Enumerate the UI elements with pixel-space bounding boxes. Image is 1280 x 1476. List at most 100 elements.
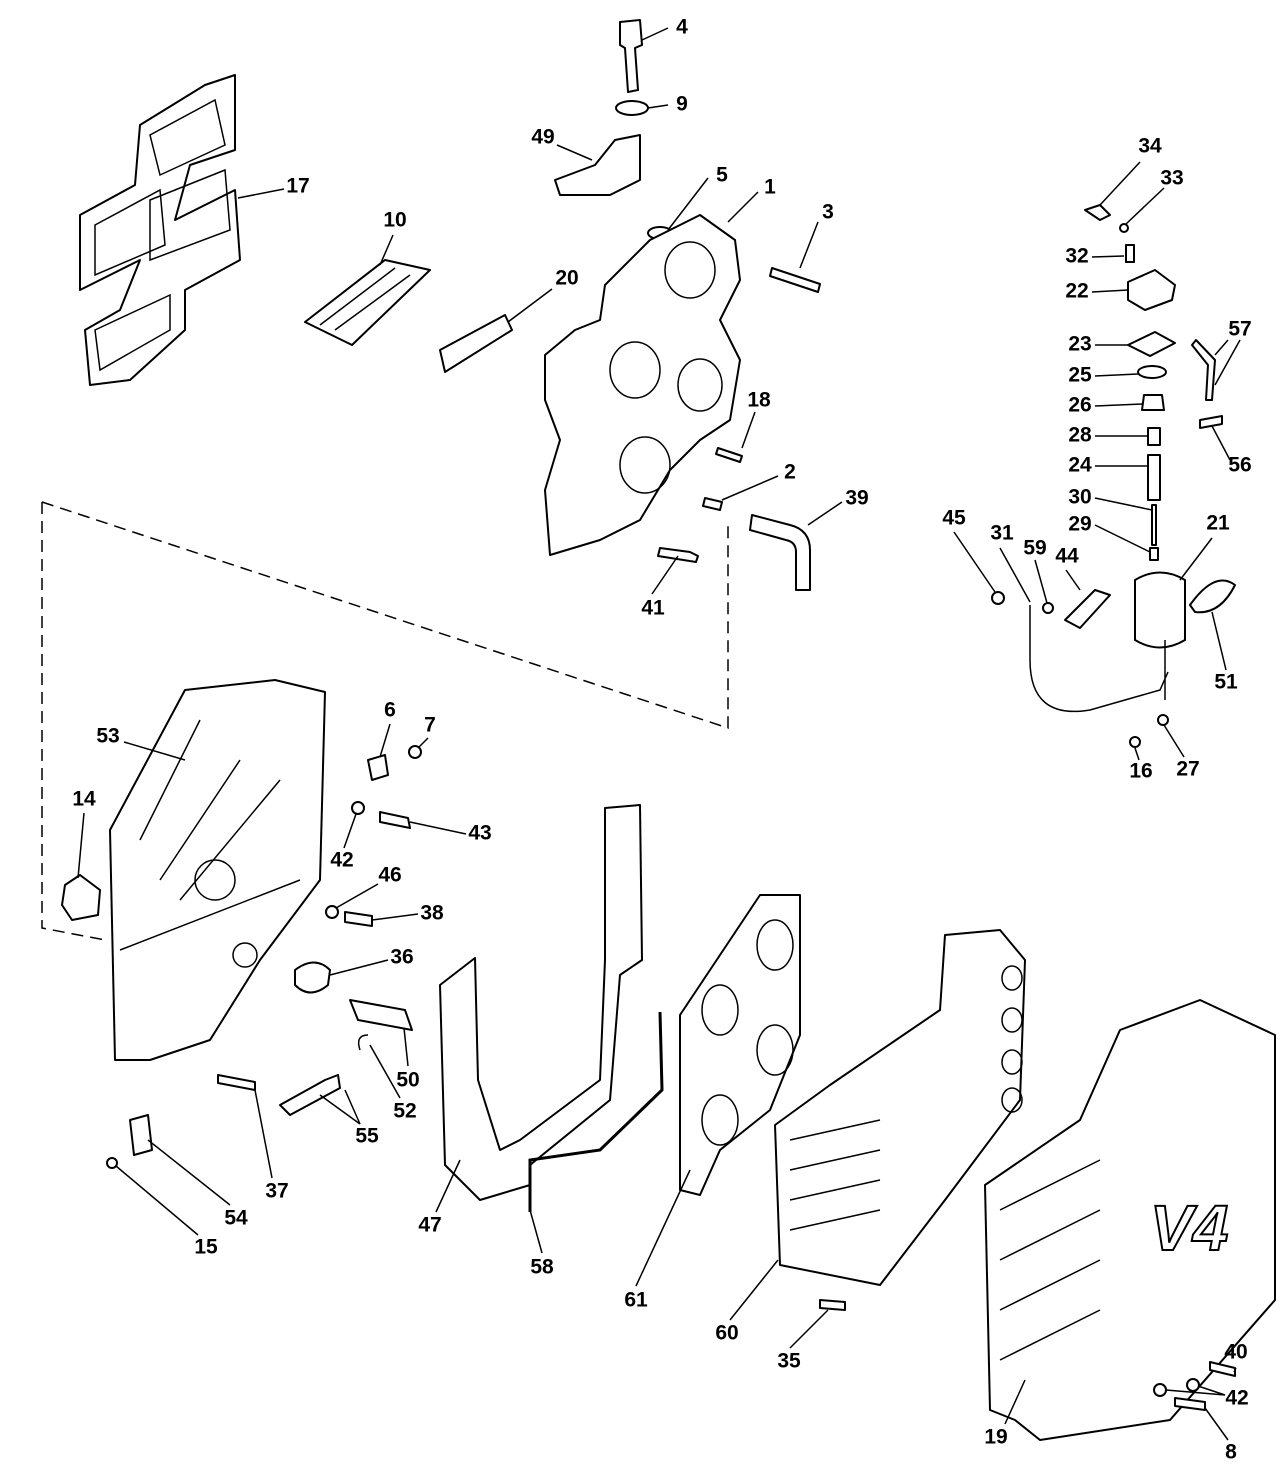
part-60-intake-manifold	[774, 929, 1026, 1286]
part-59-washer	[1042, 602, 1054, 614]
part-36-grommet	[294, 961, 331, 994]
part-55-pins	[279, 1074, 341, 1116]
callout-23: 23	[1068, 333, 1091, 356]
callout-33: 33	[1160, 167, 1183, 190]
callout-32: 32	[1065, 245, 1088, 268]
callout-8: 8	[1225, 1441, 1237, 1464]
part-18-screw	[715, 447, 743, 463]
leader-lines	[77, 27, 1241, 1441]
alignment-dashed-line	[41, 501, 729, 730]
part-43-bolt	[379, 811, 411, 829]
part-35-screw	[819, 1299, 846, 1311]
part-21-solenoid	[1134, 571, 1186, 649]
part-30-pin	[1151, 504, 1157, 546]
callout-27: 27	[1176, 758, 1199, 781]
callout-54: 54	[224, 1207, 248, 1230]
part-20-plate	[439, 314, 513, 373]
callout-36: 36	[390, 946, 413, 969]
part-7-screw	[408, 745, 422, 759]
part-26-cap	[1141, 394, 1165, 411]
callout-5: 5	[716, 164, 728, 187]
part-61-gasket	[679, 894, 801, 1196]
part-16-screw	[1129, 736, 1141, 748]
part-10-reed-block	[304, 259, 431, 346]
part-1-housing	[544, 214, 741, 556]
callout-29: 29	[1068, 513, 1091, 536]
callout-10: 10	[383, 209, 406, 232]
part-34-fitting	[1084, 204, 1111, 221]
part-52-ring	[357, 1034, 369, 1051]
callout-59: 59	[1023, 537, 1046, 560]
part-42-washer	[351, 801, 365, 815]
part-41-bolt	[657, 547, 699, 563]
part-44-bracket	[1064, 589, 1111, 629]
callout-20: 20	[555, 267, 578, 290]
part-39-hose	[749, 514, 811, 591]
part-15-screw	[106, 1157, 118, 1169]
callout-45: 45	[942, 507, 966, 530]
callout-52: 52	[393, 1100, 416, 1123]
callout-34: 34	[1138, 135, 1162, 158]
part-31-wire	[1029, 605, 1169, 713]
part-24-tube	[1147, 454, 1161, 501]
callout-15: 15	[194, 1236, 218, 1259]
part-29-spring	[1149, 547, 1159, 561]
part-6-clip	[367, 754, 389, 781]
callout-22: 22	[1065, 280, 1088, 303]
callout-53: 53	[96, 725, 119, 748]
callout-2: 2	[784, 461, 796, 484]
part-25-diaphragm	[1137, 365, 1167, 379]
part-9-washer	[615, 100, 649, 116]
callout-51: 51	[1214, 671, 1238, 694]
part-4-bolt	[619, 19, 643, 93]
callout-60: 60	[715, 1322, 738, 1345]
part-47-gasket	[439, 804, 643, 1201]
callout-61: 61	[624, 1289, 648, 1312]
part-19-silencer-cover: V4	[984, 999, 1276, 1441]
callout-9: 9	[676, 93, 688, 116]
callout-30: 30	[1068, 486, 1091, 509]
part-57-hose	[1191, 339, 1216, 401]
part-40-bolt	[1209, 1361, 1236, 1377]
part-42-washer	[1186, 1378, 1200, 1392]
callout-17: 17	[286, 175, 309, 198]
callout-41: 41	[641, 597, 665, 620]
callout-37: 37	[265, 1180, 288, 1203]
callout-31: 31	[990, 522, 1014, 545]
callout-40: 40	[1224, 1341, 1247, 1364]
part-14-clamp	[61, 874, 101, 921]
callout-44: 44	[1055, 545, 1079, 568]
callout-28: 28	[1068, 424, 1092, 447]
part-23-plate	[1127, 331, 1176, 357]
part-53-adapter-plate	[109, 679, 326, 1061]
callout-55: 55	[355, 1125, 379, 1148]
callout-49: 49	[531, 126, 554, 149]
part-46-washer	[325, 905, 339, 919]
callout-labels: 4 9 49 5 1 3 17 10 20 34 33 32 22 23 57 …	[72, 16, 1251, 1464]
cover-v4-lettering: V4	[1150, 1192, 1228, 1264]
callout-42: 42	[330, 849, 353, 872]
callout-14: 14	[72, 788, 96, 811]
callout-18: 18	[747, 389, 771, 412]
callout-26: 26	[1068, 394, 1091, 417]
callout-4: 4	[676, 16, 688, 39]
part-38-bolt	[344, 911, 373, 927]
part-45-screw	[991, 591, 1005, 605]
callout-6: 6	[384, 699, 396, 722]
part-32-screw	[1125, 244, 1135, 263]
alignment-dashed-line	[41, 502, 106, 941]
callout-16: 16	[1129, 760, 1152, 783]
part-28-spring	[1147, 427, 1161, 446]
callout-43: 43	[468, 822, 491, 845]
part-2-fitting	[702, 497, 723, 511]
part-56-tee	[1199, 415, 1223, 429]
part-37-bolt	[217, 1074, 256, 1091]
callout-24: 24	[1068, 454, 1092, 477]
callout-47: 47	[418, 1214, 441, 1237]
callout-7: 7	[424, 714, 436, 737]
callout-46: 46	[378, 864, 401, 887]
part-58-seal	[528, 1011, 664, 1212]
part-22-cover	[1127, 269, 1176, 311]
